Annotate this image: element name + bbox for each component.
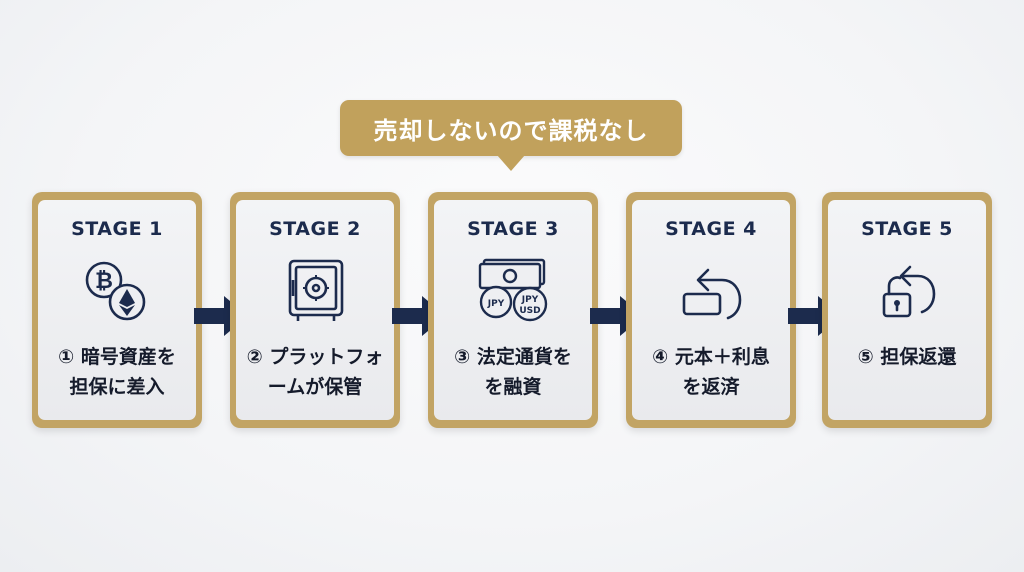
stage-title: STAGE 5 bbox=[861, 218, 953, 240]
tax-free-callout: 売却しないので課税なし bbox=[340, 100, 682, 156]
stage-card-inner bbox=[434, 200, 592, 420]
repayment-return-icon bbox=[682, 268, 742, 320]
stage-card-inner bbox=[632, 200, 790, 420]
callout-text: 売却しないので課税なし bbox=[373, 116, 649, 145]
stage-card-inner bbox=[828, 200, 986, 420]
stage-title: STAGE 4 bbox=[665, 218, 757, 240]
unlock-return-icon bbox=[882, 265, 936, 318]
stage-label: ⑤ 担保返還 bbox=[857, 346, 957, 368]
stage-5-card: STAGE 5 ⑤ 担保返還 bbox=[822, 192, 992, 428]
svg-text:₿: ₿ bbox=[95, 269, 113, 294]
stage-2-card: STAGE 2 ② プラットフォ ームが保管 bbox=[230, 192, 400, 428]
stage-title: STAGE 3 bbox=[467, 218, 559, 240]
coin-left-text: JPY bbox=[487, 299, 505, 309]
stage-1-card: STAGE 1 ₿ ① 暗号資産を 担保に差入 bbox=[32, 192, 202, 428]
stage-label: ③ 法定通貨を を融資 bbox=[454, 346, 572, 398]
stage-label: ② プラットフォ ームが保管 bbox=[246, 346, 384, 398]
safe-vault-icon bbox=[288, 259, 344, 321]
stage-label: ① 暗号資産を 担保に差入 bbox=[58, 346, 176, 398]
stage-title: STAGE 2 bbox=[269, 218, 361, 240]
stage-3-card: STAGE 3 JPY JPY USD ③ 法定通貨を を融資 bbox=[428, 192, 598, 428]
stage-title: STAGE 1 bbox=[71, 218, 163, 240]
coin-right-top-text: JPY bbox=[521, 295, 539, 305]
fiat-currency-icon: JPY JPY USD bbox=[478, 258, 548, 322]
coin-right-bottom-text: USD bbox=[519, 306, 540, 316]
stage-4-card: STAGE 4 ④ 元本＋利息 を返済 bbox=[626, 192, 796, 428]
callout-pointer bbox=[497, 155, 525, 171]
stage-label: ④ 元本＋利息 を返済 bbox=[652, 346, 770, 398]
crypto-coins-icon: ₿ bbox=[85, 261, 146, 321]
